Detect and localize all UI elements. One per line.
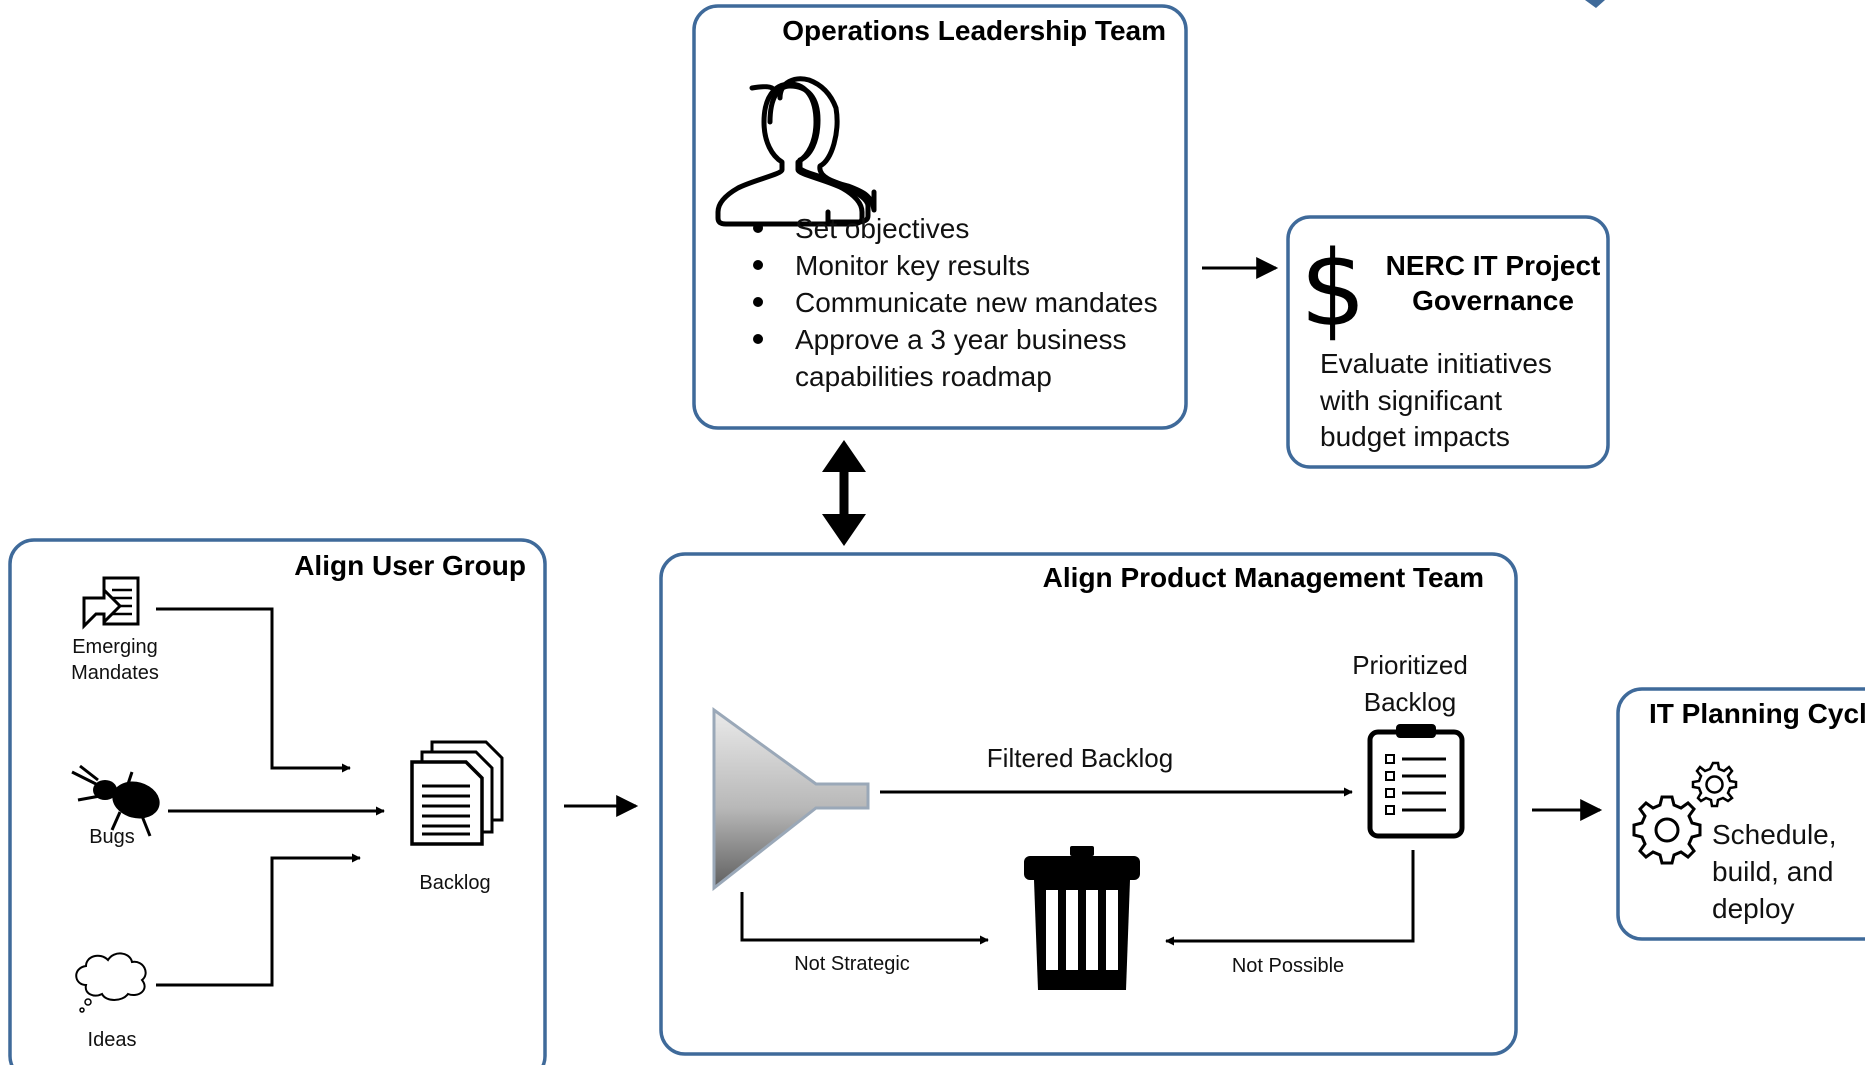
nerc-title-line1: NERC IT Project [1386, 250, 1601, 281]
bug-icon [71, 764, 160, 837]
not-strategic-label: Not Strategic [794, 953, 910, 975]
emerging-label-line2: Mandates [71, 662, 159, 684]
filter-funnel-icon [712, 707, 870, 892]
bullet-set-objectives: Set objectives [795, 213, 969, 244]
prioritized-label-line2: Backlog [1364, 687, 1457, 717]
bullet-monitor-key-results: Monitor key results [795, 250, 1030, 281]
bullet-approve-roadmap: Approve a 3 year business [795, 324, 1127, 355]
backlog-documents-icon [410, 740, 504, 846]
not-strategic-connector [740, 892, 989, 945]
dollar-icon: $ [1300, 228, 1366, 350]
backlog-label: Backlog [419, 872, 490, 894]
planning-body-line2: build, and [1712, 856, 1833, 887]
ideas-label: Ideas [88, 1029, 137, 1051]
offscreen-shape-fragment [1585, 0, 1605, 8]
ops-title: Operations Leadership Team [782, 15, 1166, 46]
nerc-governance-panel: $ NERC IT Project Governance Evaluate in… [1286, 215, 1610, 469]
bullets: Set objectives Monitor key results Commu… [753, 213, 1158, 392]
product-title: Align Product Management Team [1043, 562, 1484, 593]
prioritized-label-line1: Prioritized [1352, 650, 1468, 680]
product-management-panel: Align Product Management Team Filtered B… [659, 552, 1518, 1056]
filtered-backlog-label: Filtered Backlog [987, 743, 1173, 773]
emerging-mandates-icon [82, 576, 140, 630]
bullet-approve-roadmap-cont: capabilities roadmap [795, 361, 1052, 392]
people-icon-front [715, 81, 865, 227]
not-possible-label: Not Possible [1232, 955, 1344, 977]
nerc-body-line3: budget impacts [1320, 421, 1510, 452]
it-planning-panel: IT Planning Cycle Schedule, build, and d… [1616, 687, 1865, 941]
emerging-to-backlog-connector [156, 607, 351, 773]
emerging-label-line1: Emerging [72, 636, 158, 658]
gears-icon [1632, 761, 1738, 865]
clipboard-checklist-icon [1367, 724, 1465, 839]
operations-leadership-panel: Operations Leadership Team Set objective… [692, 4, 1188, 430]
idea-cloud-icon [75, 952, 147, 1013]
ideas-to-backlog-connector [156, 853, 361, 987]
nerc-body-line1: Evaluate initiatives [1320, 348, 1552, 379]
it-planning-title: IT Planning Cycle [1649, 698, 1865, 729]
bugs-label: Bugs [89, 826, 135, 848]
trash-can-icon [1024, 846, 1140, 990]
user-group-panel: Align User Group Emerging Mandates Bugs [8, 538, 547, 1065]
not-possible-connector [1165, 850, 1415, 946]
ops-product-double-arrow [822, 440, 866, 546]
planning-body-line3: deploy [1712, 893, 1795, 924]
bullet-communicate-mandates: Communicate new mandates [795, 287, 1158, 318]
user-group-title: Align User Group [294, 550, 526, 581]
nerc-title-line2: Governance [1412, 285, 1574, 316]
planning-body-line1: Schedule, [1712, 819, 1837, 850]
nerc-body-line2: with significant [1319, 385, 1502, 416]
